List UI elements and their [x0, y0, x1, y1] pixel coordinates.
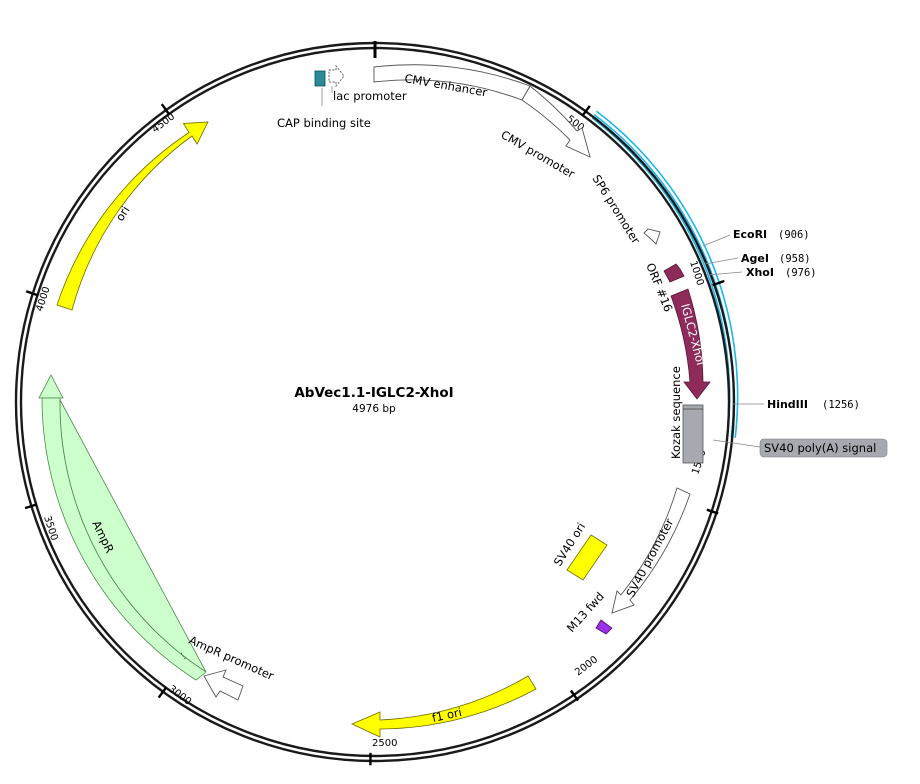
feature-kozak[interactable]: Kozak sequence: [669, 366, 704, 464]
feature-sp6[interactable]: SP6 promoter: [589, 172, 661, 246]
tick-label-4000: 4000: [34, 285, 52, 313]
lac-promoter-arrow: [328, 64, 345, 88]
m13-fwd-arrow: [595, 619, 613, 635]
tick-label-2500: 2500: [372, 738, 397, 749]
ampr-promoter-arrow: [203, 669, 244, 701]
ori-label: ori: [113, 203, 133, 223]
iglc2-arrow: [670, 288, 711, 400]
feature-f1-ori[interactable]: f1 ori: [351, 675, 537, 738]
site-xhoi-pos: (976): [785, 267, 817, 279]
feature-cap-site[interactable]: CAP binding site: [277, 70, 371, 130]
sp6-label: SP6 promoter: [589, 172, 643, 246]
feature-sv40-polya[interactable]: SV40 poly(A) signal: [712, 438, 888, 458]
feature-m13-fwd[interactable]: M13 fwd: [564, 589, 613, 635]
f1-ori-label: f1 ori: [431, 705, 463, 725]
ori-arrow: [56, 121, 209, 311]
ampr-arrow: [38, 374, 207, 673]
site-hindiii[interactable]: HindIII (1256): [733, 398, 860, 411]
plasmid-title-block: AbVec1.1-IGLC2-XhoI 4976 bp: [294, 385, 453, 415]
site-xhoi-name: XhoI: [746, 266, 774, 279]
site-agei-pos: (958): [779, 253, 811, 265]
sv40-promoter-label: SV40 promoter: [623, 516, 676, 599]
lac-promoter-label: lac promoter: [333, 89, 407, 103]
site-ecori-name: EcoRI: [733, 228, 767, 241]
feature-sv40-ori[interactable]: SV40 ori: [551, 520, 608, 581]
site-agei[interactable]: AgeI (958): [704, 252, 811, 265]
plasmid-length: 4976 bp: [352, 403, 396, 415]
f1-ori-arrow: [351, 675, 537, 738]
site-ecori-pos: (906): [778, 229, 810, 241]
sv40-polya-label: SV40 poly(A) signal: [764, 441, 876, 455]
cmv-promoter-arrow: [521, 85, 591, 158]
cap-site-label: CAP binding site: [277, 116, 371, 130]
site-agei-name: AgeI: [741, 252, 769, 265]
cap-site-block: [314, 70, 326, 87]
sv40-polya-badge: [759, 438, 888, 458]
site-hindiii-pos: (1256): [822, 399, 860, 411]
sv40-ori-block: [566, 534, 608, 581]
feature-ampr[interactable]: AmpR: [38, 374, 207, 681]
tick-marks: [24, 103, 725, 766]
sv40-promoter-arrow: [611, 487, 691, 614]
restriction-sites: EcoRI (906) AgeI (958) XhoI (976) HindII…: [702, 228, 860, 411]
feature-cmv-promoter[interactable]: CMV promoter: [499, 85, 591, 181]
backbone: [14, 41, 736, 763]
orf16-arrow: [663, 263, 685, 283]
site-ecori[interactable]: EcoRI (906): [702, 228, 810, 247]
site-xhoi[interactable]: XhoI (976): [707, 266, 817, 279]
site-hindiii-name: HindIII: [767, 398, 808, 411]
tick-label-2000: 2000: [573, 654, 600, 678]
plasmid-name: AbVec1.1-IGLC2-XhoI: [294, 385, 453, 401]
sp6-arrow: [643, 228, 661, 245]
kozak-block: [682, 404, 704, 464]
tick-label-4500: 4500: [150, 111, 177, 135]
feature-ori[interactable]: ori: [56, 121, 209, 311]
kozak-label: Kozak sequence: [669, 366, 683, 459]
tick-label-1000: 1000: [687, 260, 705, 288]
feature-lac-promoter[interactable]: lac promoter: [328, 64, 407, 103]
cmv-enhancer-block: [373, 64, 531, 101]
